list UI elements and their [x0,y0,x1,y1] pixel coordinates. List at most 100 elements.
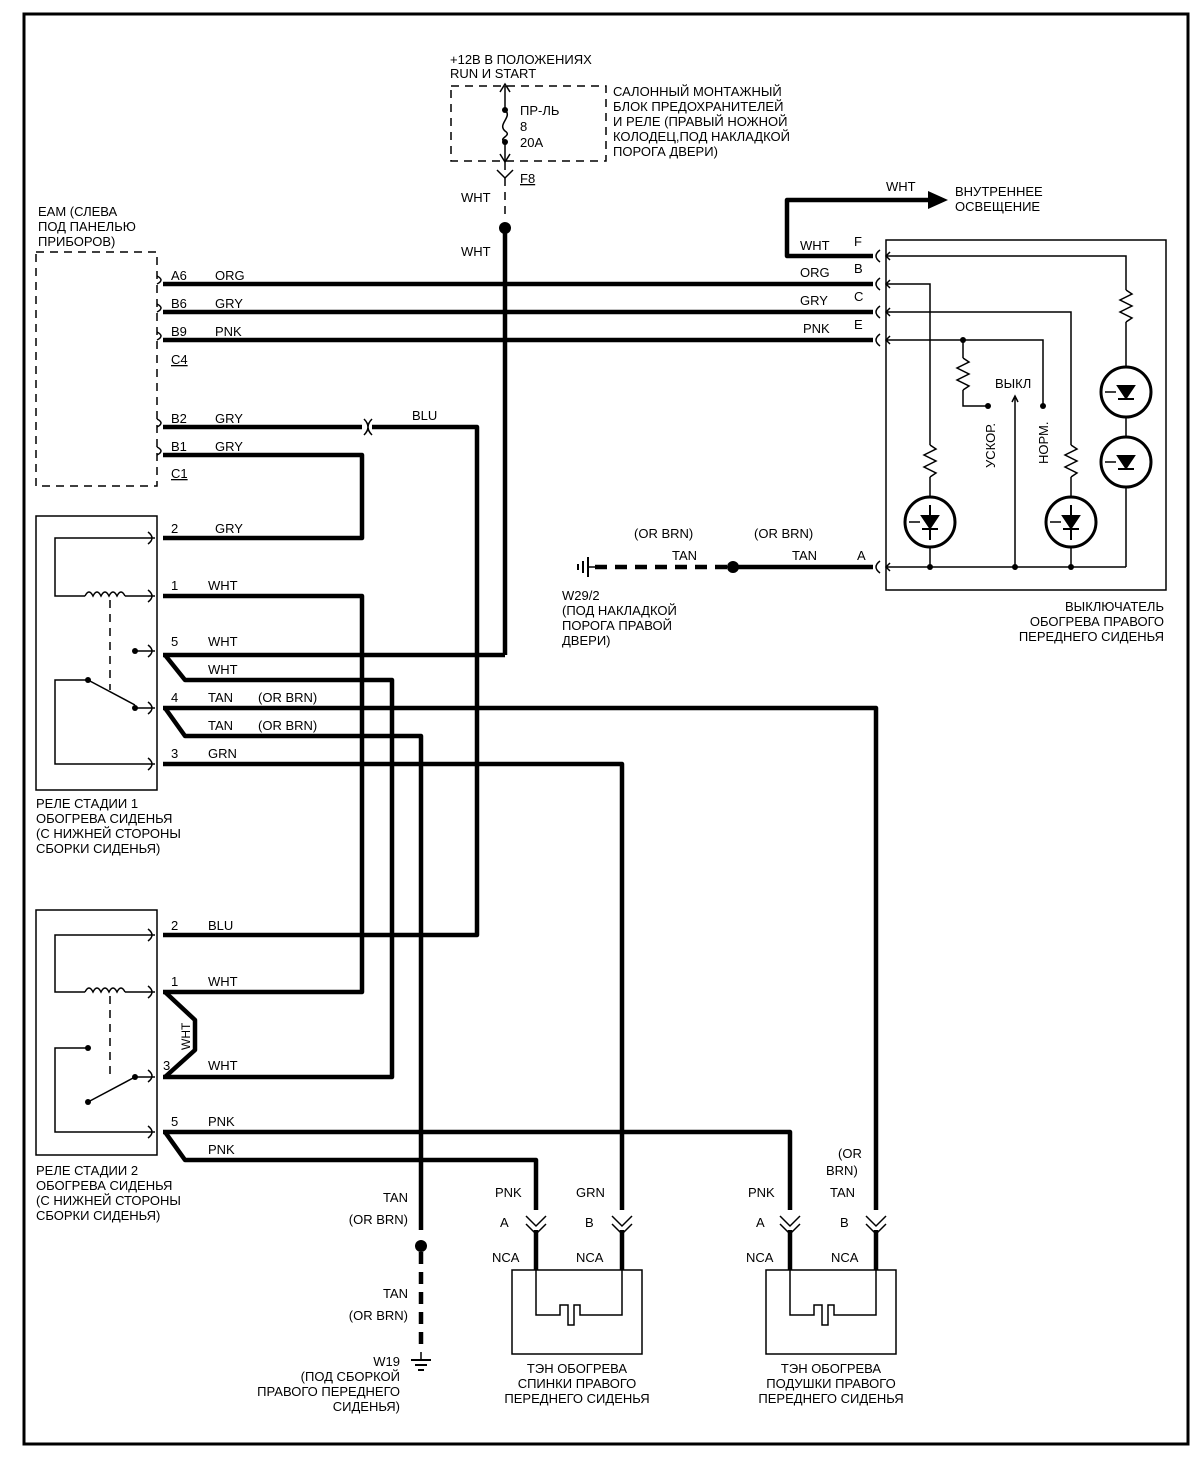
switch-pos-norm: НОРМ. [1036,422,1051,464]
ground2-orbrn-top: (OR BRN) [349,1212,408,1227]
relay1-wire-tan-b: TAN [208,718,233,733]
switch-pin-a: A [857,548,866,563]
fuse-name: ПР-ЛЬ [520,103,559,118]
eam-connector-c4: C4 [171,352,188,367]
ground1-label-2: ПОРОГА ПРАВОЙ [562,618,672,633]
ground1-orbrn-right: (OR BRN) [754,526,813,541]
relay2-pin-5: 5 [171,1114,178,1129]
eam-pin-b6: B6 [171,296,187,311]
resistor-icon [1063,444,1079,478]
heater-back-wire-pnk: PNK [495,1185,522,1200]
eam-wire-gry-b1: GRY [215,439,243,454]
ground1-tan-left: TAN [672,548,697,563]
relay1-label-3: (С НИЖНЕЙ СТОРОНЫ [36,826,181,841]
heater-seat-nca-b: NCA [831,1250,859,1265]
heater-seat-pin-b: B [840,1215,849,1230]
heater-back-nca-b: NCA [576,1250,604,1265]
relay2-label-3: (С НИЖНЕЙ СТОРОНЫ [36,1193,181,1208]
relay2-label-1: РЕЛЕ СТАДИИ 2 [36,1163,138,1178]
heater-element-icon [535,1270,623,1326]
relay2-jumper-wht: WHT [179,1022,193,1050]
fuse-symbol [502,109,508,143]
wire-label-wht-mid: WHT [461,244,491,259]
switch-pin-c: C [854,289,863,304]
ground-icon [577,557,598,577]
relay1-label-2: ОБОГРЕВА СИДЕНЬЯ [36,811,172,826]
fusebox-outline [450,85,607,162]
diagram-border [22,12,1190,1446]
eam-wire-gry: GRY [215,296,243,311]
relay1-pin-5: 5 [171,634,178,649]
fuse-rating: 20A [520,135,543,150]
relay1-wire-grn: GRN [208,746,237,761]
heater-seat-or: (OR [838,1146,862,1161]
switch-wire-b: ORG [800,265,830,280]
relay2-pin-1: 1 [171,974,178,989]
relay2-wire-wht-1: WHT [208,974,238,989]
heater-back-wire-grn: GRN [576,1185,605,1200]
relay2-pin-2: 2 [171,918,178,933]
eam-wire-org: ORG [215,268,245,283]
heater-seat-nca-a: NCA [746,1250,774,1265]
heater-back-label-1: ТЭН ОБОГРЕВА [527,1361,628,1376]
arrow-interior-light [928,191,948,209]
interior-light-label-1: ВНУТРЕННЕЕ [955,184,1043,199]
relay1-label-1: РЕЛЕ СТАДИИ 1 [36,796,138,811]
switch-label-2: ОБОГРЕВА ПРАВОГО [1030,614,1164,629]
heater-seat-wire-pnk: PNK [748,1185,775,1200]
relay1-pin-3: 3 [171,746,178,761]
ground1-tan-right: TAN [792,548,817,563]
ground1-orbrn-left: (OR BRN) [634,526,693,541]
ground2-name: W19 [373,1354,400,1369]
relay1-wire-orbrn-a: (OR BRN) [258,690,317,705]
heater-back-pin-a: A [500,1215,509,1230]
eam-wire-gry-b2: GRY [215,411,243,426]
eam-module-outline [35,251,158,487]
eam-pin-b9: B9 [171,324,187,339]
relay2-wire-blu: BLU [208,918,233,933]
heater-seat-label-3: ПЕРЕДНЕГО СИДЕНЬЯ [758,1391,903,1406]
relay1-wire-wht-1: WHT [208,578,238,593]
interior-light-label-2: ОСВЕЩЕНИЕ [955,199,1040,214]
ground2-tan-bottom: TAN [383,1286,408,1301]
led-icon [1099,365,1153,419]
relay1-label-4: СБОРКИ СИДЕНЬЯ) [36,841,160,856]
ground1-label-1: (ПОД НАКЛАДКОЙ [562,603,677,618]
led-icon [1044,495,1098,549]
switch-wire-f: WHT [800,238,830,253]
fusebox-label-3: И РЕЛЕ (ПРАВЫЙ НОЖНОЙ [613,114,787,129]
relay1-wire-wht-5b: WHT [208,662,238,677]
eam-label-1: EAM (СЛЕВА [38,204,118,219]
switch-wire-c: GRY [800,293,828,308]
ground-icon [411,1352,431,1371]
power-label-2: RUN И START [450,66,536,81]
relay1-wire-tan-a: TAN [208,690,233,705]
switch-pin-b: B [854,261,863,276]
ground1-label-3: ДВЕРИ) [562,633,611,648]
relay1-wire-gry: GRY [215,521,243,536]
fusebox-label-4: КОЛОДЕЦ,ПОД НАКЛАДКОЙ [613,129,790,144]
power-label-1: +12В В ПОЛОЖЕНИЯХ [450,52,592,67]
eam-pin-b2: B2 [171,411,187,426]
ground2-label-3: СИДЕНЬЯ) [333,1399,400,1414]
resistor-icon [922,444,938,478]
switch-label-3: ПЕРЕДНЕГО СИДЕНЬЯ [1019,629,1164,644]
switch-wire-e: PNK [803,321,830,336]
seat-heater-switch-box [885,239,1167,591]
relay1-pin-4: 4 [171,690,178,705]
relay2-box [35,909,158,1156]
ground2-label-2: ПРАВОГО ПЕРЕДНЕГО [257,1384,400,1399]
heater-back-label-2: СПИНКИ ПРАВОГО [518,1376,637,1391]
resistor-icon [1118,289,1134,323]
heater-back-pin-b: B [585,1215,594,1230]
eam-pin-a6: A6 [171,268,187,283]
heater-seat-wire-tan: TAN [830,1185,855,1200]
ground2-orbrn-bottom: (OR BRN) [349,1308,408,1323]
relay2-wire-pnk-a: PNK [208,1114,235,1129]
relay2-label-2: ОБОГРЕВА СИДЕНЬЯ [36,1178,172,1193]
wire-label-wht-light: WHT [886,179,916,194]
relay-coil-icon [84,987,126,994]
fusebox-label-5: ПОРОГА ДВЕРИ) [613,144,718,159]
